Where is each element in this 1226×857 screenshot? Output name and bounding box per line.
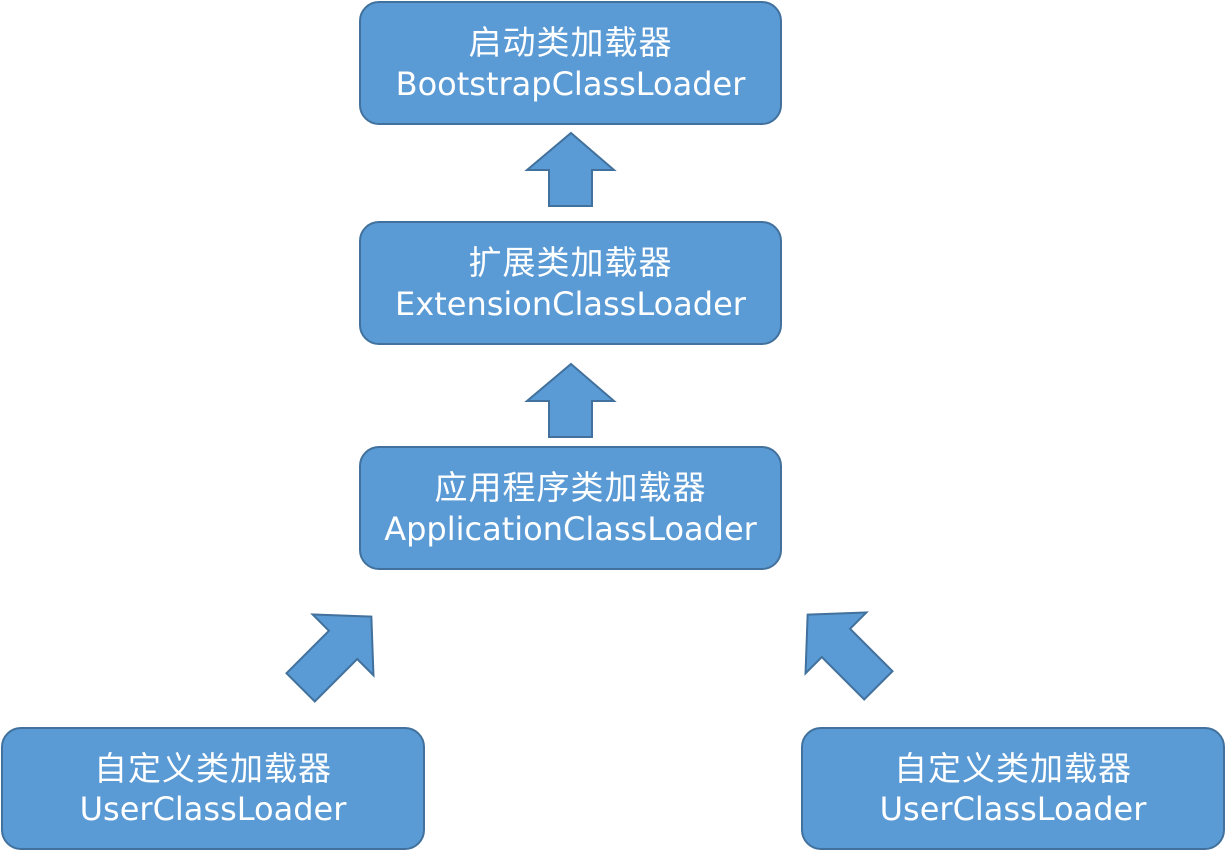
node-extension-zh-label: 扩展类加载器 xyxy=(468,243,673,283)
node-user-left-en-label: UserClassLoader xyxy=(79,790,347,829)
node-extension: 扩展类加载器 ExtensionClassLoader xyxy=(359,221,782,345)
node-application-en-label: ApplicationClassLoader xyxy=(384,509,757,548)
arrow-user-right-to-application xyxy=(804,611,894,701)
node-bootstrap: 启动类加载器 BootstrapClassLoader xyxy=(359,1,782,125)
node-user-right: 自定义类加载器 UserClassLoader xyxy=(801,727,1225,850)
arrow-extension-to-bootstrap xyxy=(524,131,617,207)
node-application-zh-label: 应用程序类加载器 xyxy=(434,468,707,508)
node-extension-en-label: ExtensionClassLoader xyxy=(395,284,746,323)
node-application: 应用程序类加载器 ApplicationClassLoader xyxy=(359,446,782,570)
arrow-user-left-to-application xyxy=(285,613,375,703)
node-user-right-en-label: UserClassLoader xyxy=(879,790,1147,829)
node-bootstrap-zh-label: 启动类加载器 xyxy=(468,23,673,63)
node-user-right-zh-label: 自定义类加载器 xyxy=(894,748,1132,788)
node-user-left-zh-label: 自定义类加载器 xyxy=(94,748,332,788)
node-user-left: 自定义类加载器 UserClassLoader xyxy=(1,727,425,850)
arrow-application-to-extension xyxy=(524,362,617,438)
node-bootstrap-en-label: BootstrapClassLoader xyxy=(395,64,746,103)
